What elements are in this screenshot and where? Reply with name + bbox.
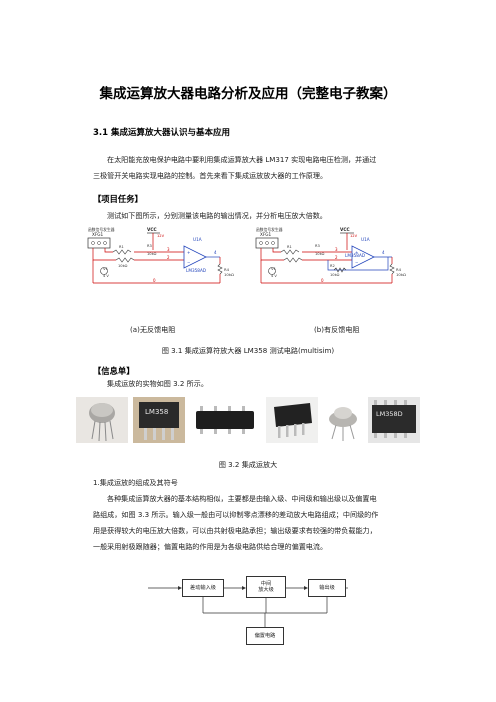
svg-text:XFG1: XFG1 — [260, 232, 272, 237]
svg-text:2: 2 — [335, 255, 338, 260]
circuit-diagram-left: 函数信号发生器 XFG1 VCC 12V R3 10kΩ R1 10kΩ 3 2… — [87, 227, 234, 284]
svg-text:10kΩ: 10kΩ — [396, 272, 406, 277]
svg-text:−: − — [355, 260, 358, 265]
svg-text:U1A: U1A — [193, 237, 202, 242]
svg-text:函数信号发生器: 函数信号发生器 — [256, 227, 283, 232]
figure-2-caption: 图 3.2 集成运放大 — [218, 460, 278, 469]
photo-lm358-dip-chip: LM358 — [133, 397, 185, 443]
svg-text:12V: 12V — [157, 234, 165, 238]
block-input-stage: 差动输入级 — [182, 579, 224, 597]
composition-line-4: 一般采用射极跟随器；偏置电路的作用是为各级电路供给合理的偏置电流。 — [93, 542, 328, 551]
info-heading: 【信息单】 — [93, 366, 135, 376]
section-heading: 3.1 集成运算放大器认识与基本应用 — [93, 128, 231, 138]
block-output-stage: 输出级 — [308, 579, 346, 597]
svg-text:10kΩ: 10kΩ — [147, 252, 157, 256]
photo-lm358d-smd-chip: LM358D — [368, 397, 420, 443]
generator-label: 函数信号发生器 — [88, 227, 115, 232]
block-middle-stage: 中间 放大级 — [246, 576, 286, 598]
chip-label: LM358 — [145, 408, 168, 416]
svg-text:+: + — [187, 250, 190, 255]
svg-text:4: 4 — [214, 250, 217, 255]
svg-text:4 V: 4 V — [103, 274, 109, 278]
svg-text:U1A: U1A — [361, 237, 370, 242]
svg-text:10kΩ: 10kΩ — [330, 273, 340, 277]
photo-metal-can-opamp — [76, 397, 128, 443]
svg-text:+: + — [355, 250, 358, 255]
feedback-path — [327, 257, 389, 271]
function-generator — [87, 237, 111, 249]
svg-text:4 V: 4 V — [271, 274, 277, 278]
photo-dip8-chip-angled — [266, 397, 318, 443]
svg-text:0: 0 — [321, 278, 324, 283]
svg-text:4: 4 — [382, 250, 385, 255]
subcaption-a: (a)无反馈电阻 — [130, 325, 176, 334]
chip-label: LM358D — [376, 410, 403, 418]
svg-text:2: 2 — [167, 255, 170, 260]
subcaption-b: (b)有反馈电阻 — [314, 325, 360, 334]
photo-dip8-chip — [190, 397, 262, 443]
task-heading: 【项目任务】 — [93, 194, 143, 204]
vcc-label: VCC — [147, 227, 157, 233]
composition-line-1: 各种集成运算放大器的基本结构相似，主要都是由输入级、中间级和输出级以及偏置电 — [107, 494, 377, 503]
svg-text:3: 3 — [335, 247, 338, 252]
intro-line-1: 在太阳能充放电保护电路中要利用集成运算放大器 LM317 实现电路电压检测，并通… — [107, 155, 377, 164]
svg-text:LM358AD: LM358AD — [186, 268, 206, 273]
svg-text:VCC: VCC — [340, 227, 350, 233]
svg-text:R1: R1 — [119, 245, 124, 249]
block-diagram-connectors — [148, 586, 348, 627]
intro-paragraph: 在太阳能充放电保护电路中要利用集成运算放大器 LM317 实现电路电压检测，并通… — [93, 152, 413, 184]
svg-text:V1: V1 — [271, 266, 277, 271]
composition-line-3: 用是获得较大的电压放大倍数，可以由共射极电路承担；输出级要求有较强的带负载能力， — [93, 526, 377, 535]
svg-text:0: 0 — [153, 278, 156, 283]
svg-text:12V: 12V — [350, 234, 358, 238]
svg-text:10kΩ: 10kΩ — [315, 252, 325, 256]
svg-text:R3: R3 — [147, 244, 152, 248]
svg-text:R2: R2 — [330, 264, 335, 268]
figure-1-caption: 图 3.1 集成运算符放大器 LM358 测试电路(multisim) — [161, 346, 335, 355]
svg-text:10kΩ: 10kΩ — [118, 264, 128, 268]
photo-metal-can-opamp-2 — [322, 397, 364, 443]
svg-text:V1: V1 — [103, 266, 109, 271]
intro-line-2: 三极管开关电路实现电路的控制。首先来看下集成运放放大器的工作原理。 — [93, 171, 328, 180]
block-bias-circuit: 偏置电路 — [246, 627, 284, 645]
svg-text:LM358AD: LM358AD — [345, 253, 365, 258]
svg-text:R1: R1 — [287, 245, 292, 249]
composition-paragraph: 各种集成运算放大器的基本结构相似，主要都是由输入级、中间级和输出级以及偏置电 路… — [93, 491, 413, 555]
svg-text:10kΩ: 10kΩ — [224, 272, 234, 277]
svg-text:−: − — [187, 260, 190, 265]
circuit-diagram-right: 函数信号发生器 XFG1 VCC 12V R3 10kΩ R1 3 2 + − … — [255, 227, 406, 284]
svg-text:3: 3 — [167, 247, 170, 252]
xfg-label: XFG1 — [92, 232, 104, 237]
composition-line-2: 路组成，如图 3.3 所示。输入级一般由可以抑制零点漂移的差动放大电路组成；中间… — [93, 510, 379, 519]
composition-heading: 1.集成运放的组成及其符号 — [93, 478, 178, 487]
svg-text:R4: R4 — [396, 267, 402, 272]
op-amp-symbol — [351, 245, 375, 269]
svg-text:R4: R4 — [224, 267, 230, 272]
op-amp-symbol — [183, 245, 207, 269]
task-text: 测试如下图所示，分别测量该电路的输出情况，并分析电压放大倍数。 — [107, 211, 327, 220]
function-generator — [255, 237, 279, 249]
document-title: 集成运算放大器电路分析及应用（完整电子教案） — [99, 86, 397, 102]
svg-text:R3: R3 — [315, 244, 320, 248]
info-text: 集成运放的实物如图 3.2 所示。 — [107, 379, 208, 388]
